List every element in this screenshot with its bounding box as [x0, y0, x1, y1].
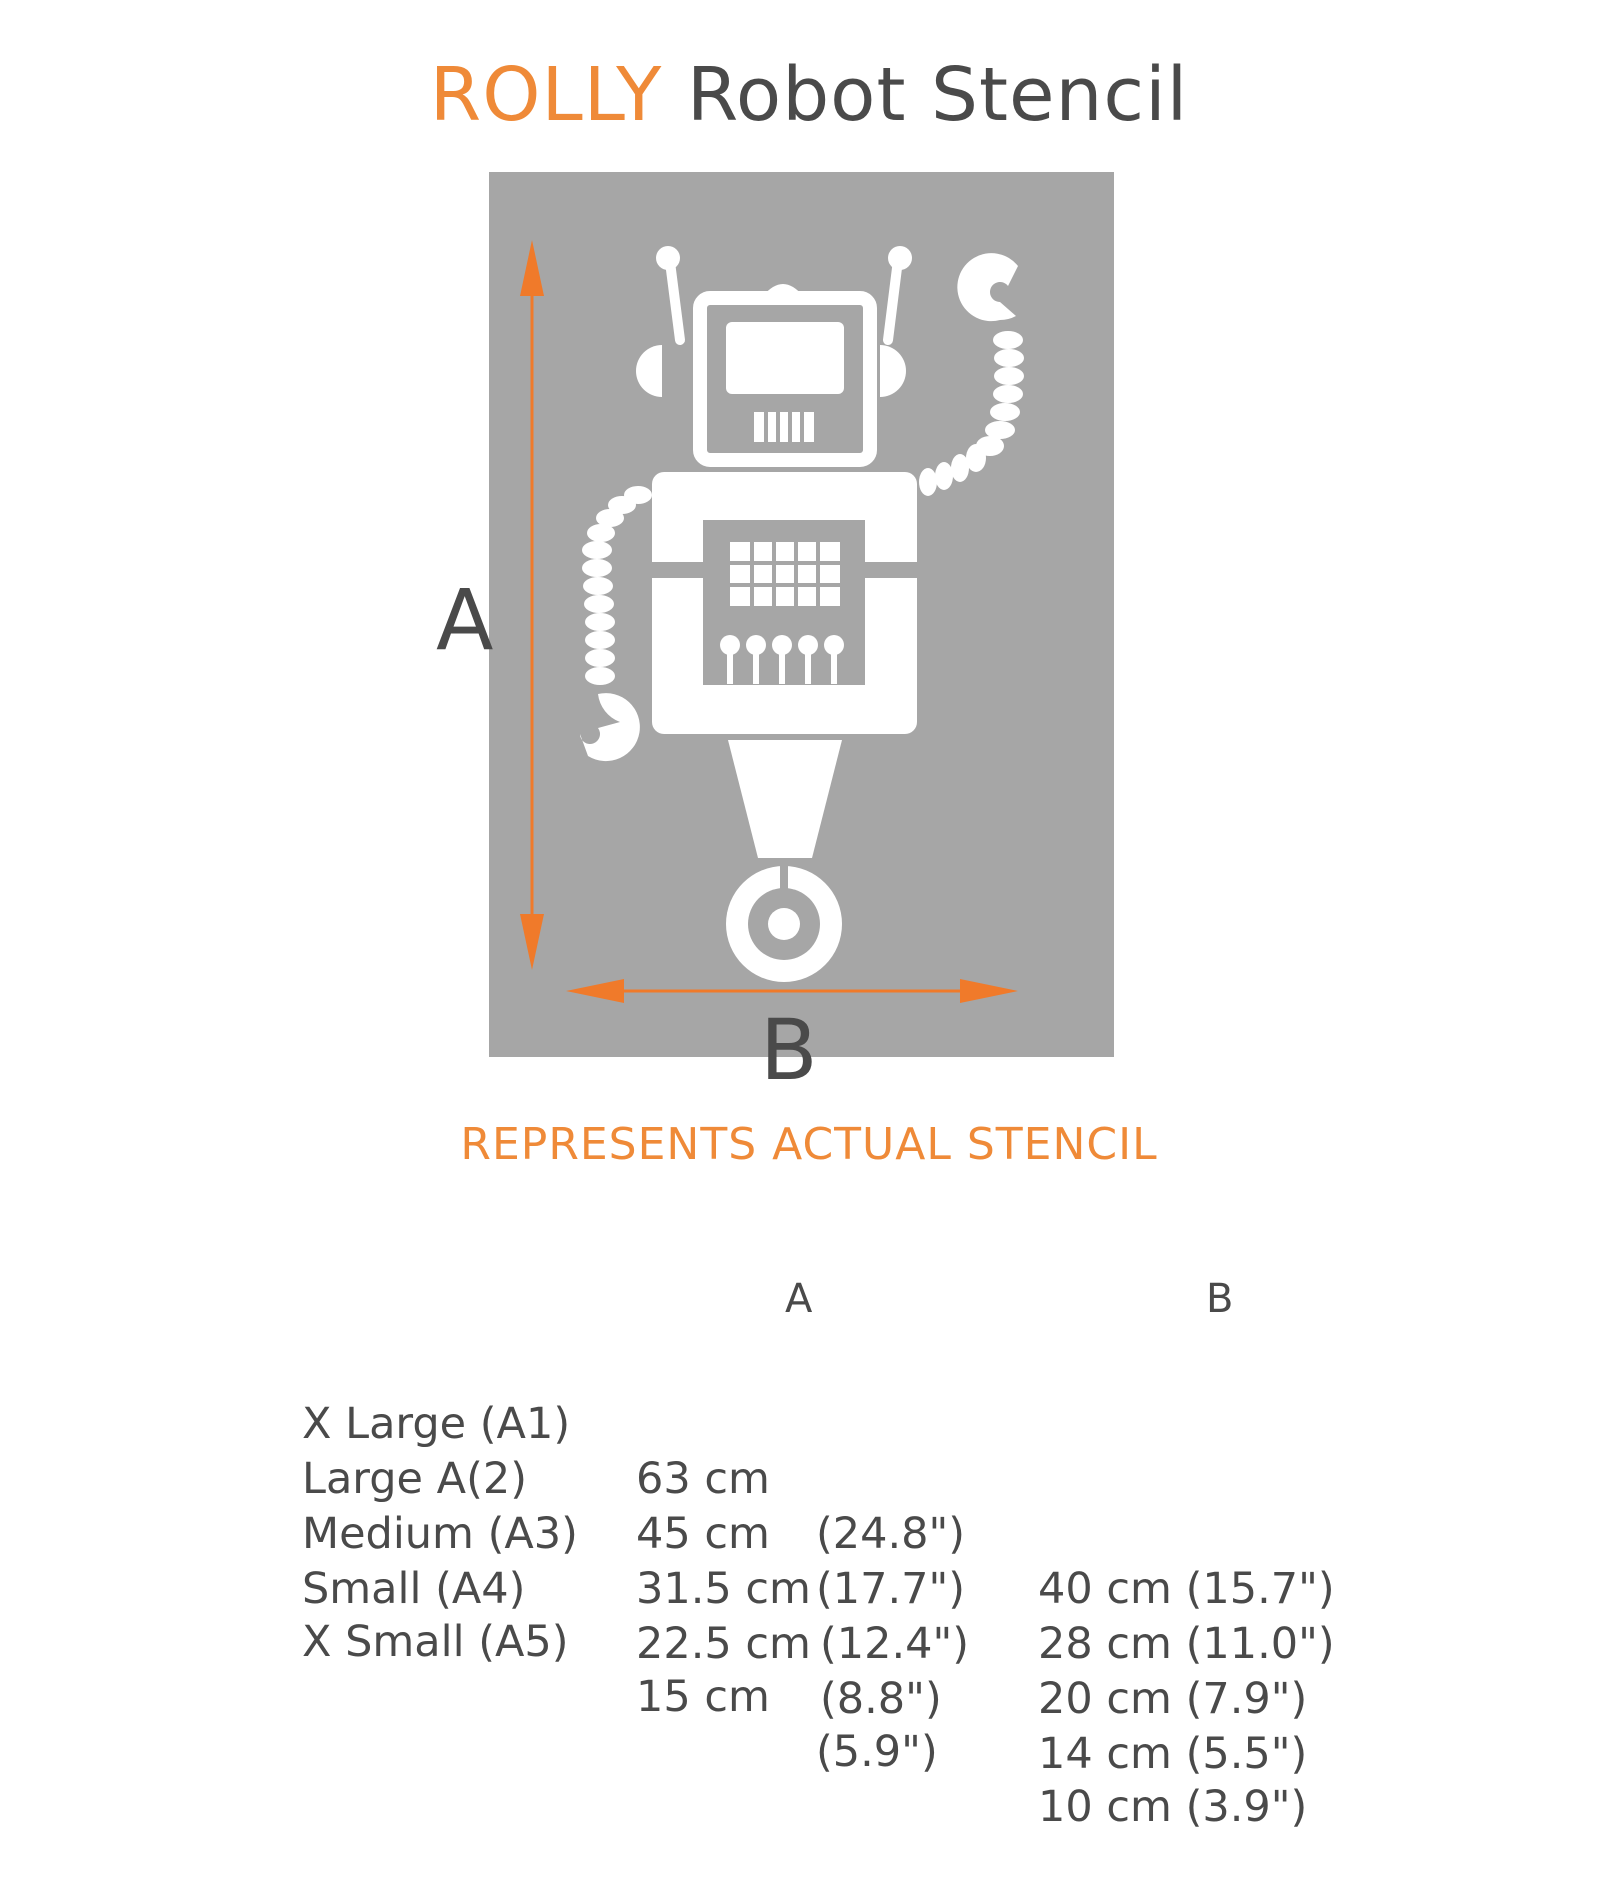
right-antenna [880, 246, 912, 397]
table-row: Small (A4) 22.5 cm (8.8") 14 cm (5.5") [0, 1507, 1618, 1779]
size-b: 14 cm (5.5") [1038, 1729, 1308, 1779]
size-a-inches: (12.4") [820, 1619, 970, 1669]
size-a-cm: 22.5 cm [636, 1619, 811, 1669]
table-row: X Large (A1) 63 cm (24.8") 40 cm (15.7") [0, 1342, 1618, 1614]
table-header-b: B [1206, 1276, 1234, 1322]
size-name: X Small (A5) [302, 1617, 569, 1667]
stencil-note: REPRESENTS ACTUAL STENCIL [460, 1119, 1158, 1170]
size-name: Large A(2) [302, 1454, 527, 1504]
size-a-inches: (5.9") [816, 1727, 938, 1777]
title-product: Robot Stencil [686, 51, 1189, 138]
robot-body [652, 472, 917, 734]
dimension-arrow-b [566, 979, 1018, 1003]
table-row: X Small (A5) 15 cm (5.9") 10 cm (3.9") [0, 1560, 1618, 1832]
robot-leg [728, 740, 842, 858]
robot-wheel [726, 862, 842, 982]
robot-stencil-illustration [520, 240, 1024, 1003]
size-name: Medium (A3) [302, 1509, 578, 1559]
size-a-cm: 63 cm [636, 1454, 770, 1504]
size-b: 10 cm (3.9") [1038, 1782, 1308, 1832]
table-row: Large A(2) 45 cm (17.7") 28 cm (11.0") [0, 1397, 1618, 1669]
size-a-cm: 15 cm [636, 1672, 770, 1722]
size-a-inches: (24.8") [816, 1509, 966, 1559]
size-a-inches: (8.8") [820, 1674, 942, 1724]
size-a-inches: (17.7") [816, 1564, 966, 1614]
size-name: Small (A4) [302, 1564, 526, 1614]
dimension-label-b: B [760, 1001, 818, 1099]
left-antenna [636, 246, 685, 397]
dimension-arrow-a [520, 240, 544, 970]
right-claw [957, 253, 1018, 322]
size-name: X Large (A1) [302, 1399, 571, 1449]
left-claw [580, 693, 640, 762]
body-pins [720, 635, 844, 684]
size-b: 20 cm (7.9") [1038, 1674, 1308, 1724]
robot-head [693, 291, 877, 467]
size-b: 28 cm (11.0") [1038, 1619, 1335, 1669]
table-row: Medium (A3) 31.5 cm (12.4") 20 cm (7.9") [0, 1452, 1618, 1724]
title-brand: ROLLY [429, 51, 663, 138]
dimension-label-a: A [436, 571, 494, 669]
table-header-a: A [785, 1276, 813, 1322]
left-arm [580, 486, 652, 762]
size-a-cm: 45 cm [636, 1509, 770, 1559]
page-title: ROLLY Robot Stencil [0, 50, 1618, 140]
right-arm [919, 253, 1024, 496]
body-grid [730, 542, 840, 606]
size-b: 40 cm (15.7") [1038, 1564, 1335, 1614]
size-a-cm: 31.5 cm [636, 1564, 811, 1614]
